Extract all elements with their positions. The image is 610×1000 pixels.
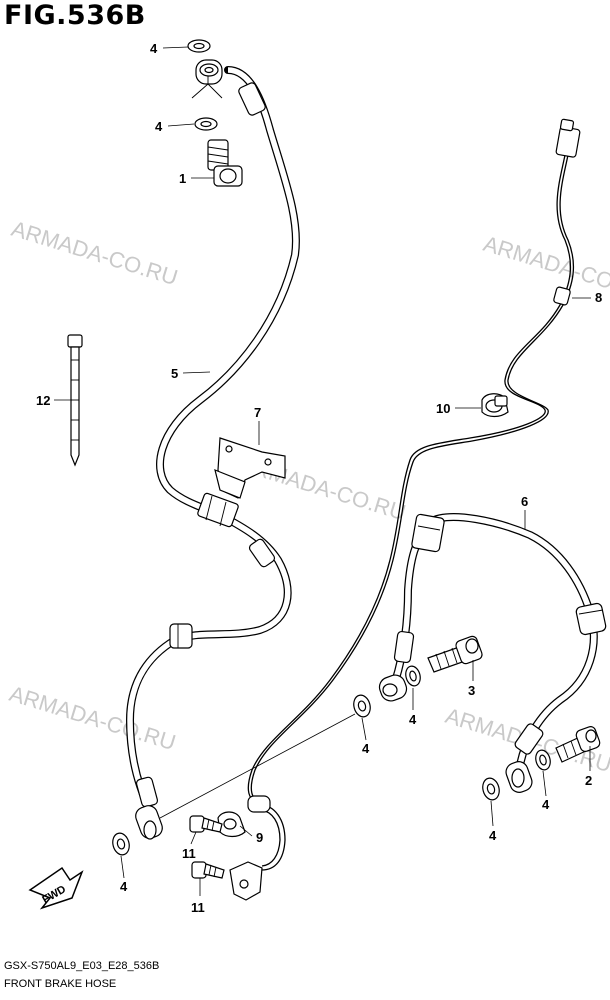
washer	[187, 39, 211, 53]
union-bolt	[207, 139, 243, 187]
washer	[353, 694, 371, 718]
bolt	[191, 861, 225, 879]
wire-clamp	[481, 393, 509, 418]
watermark: ARMADA-CO.RU	[7, 681, 179, 755]
forward-arrow: FWD	[28, 866, 84, 910]
cable-tie	[67, 334, 83, 467]
callout-label: 4	[362, 741, 370, 756]
figure-code: GSX-S750AL9_E03_E28_536B	[4, 960, 160, 972]
callout-label: 10	[436, 401, 450, 416]
union-bolt	[555, 726, 601, 763]
callout-label: 4	[409, 712, 417, 727]
callout-label: 2	[585, 773, 592, 788]
callout-label: 5	[171, 366, 178, 381]
callout-label: 9	[256, 830, 263, 845]
callout-label: 4	[542, 797, 550, 812]
hose-bracket	[214, 437, 286, 499]
lead-clamp	[217, 811, 246, 838]
figure-title: FIG.536B	[4, 0, 146, 31]
sensor-bracket	[229, 861, 263, 901]
figure-name: FRONT BRAKE HOSE	[4, 978, 117, 990]
callout-label: 4	[120, 879, 128, 894]
front-brake-hose-6	[378, 513, 607, 793]
bolt	[189, 815, 223, 833]
callout-label: 8	[595, 290, 602, 305]
washer	[405, 665, 421, 687]
callout-label: 11	[191, 900, 205, 915]
watermark: ARMADA-CO.RU	[9, 216, 181, 290]
front-brake-hose-5	[125, 59, 300, 840]
union-bolt	[427, 635, 483, 673]
callouts: 4 4 1 5 12 7 8 10 6 3 4 4 2 4 4 9 11 11 …	[36, 41, 602, 915]
callout-label: 6	[521, 494, 528, 509]
abs-sensor-lead	[247, 118, 581, 871]
callout-label: 4	[489, 828, 497, 843]
washer	[112, 832, 130, 856]
leader-lines	[54, 46, 591, 896]
washer	[194, 117, 218, 131]
callout-label: 7	[254, 405, 261, 420]
callout-label: 12	[36, 393, 50, 408]
washer	[535, 749, 551, 771]
washer	[482, 777, 500, 801]
callout-label: 4	[150, 41, 158, 56]
callout-label: 11	[182, 846, 196, 861]
callout-label: 4	[155, 119, 163, 134]
watermark: ARMADA-CO.RU	[481, 231, 610, 305]
callout-label: 1	[179, 171, 186, 186]
callout-label: 3	[468, 683, 475, 698]
